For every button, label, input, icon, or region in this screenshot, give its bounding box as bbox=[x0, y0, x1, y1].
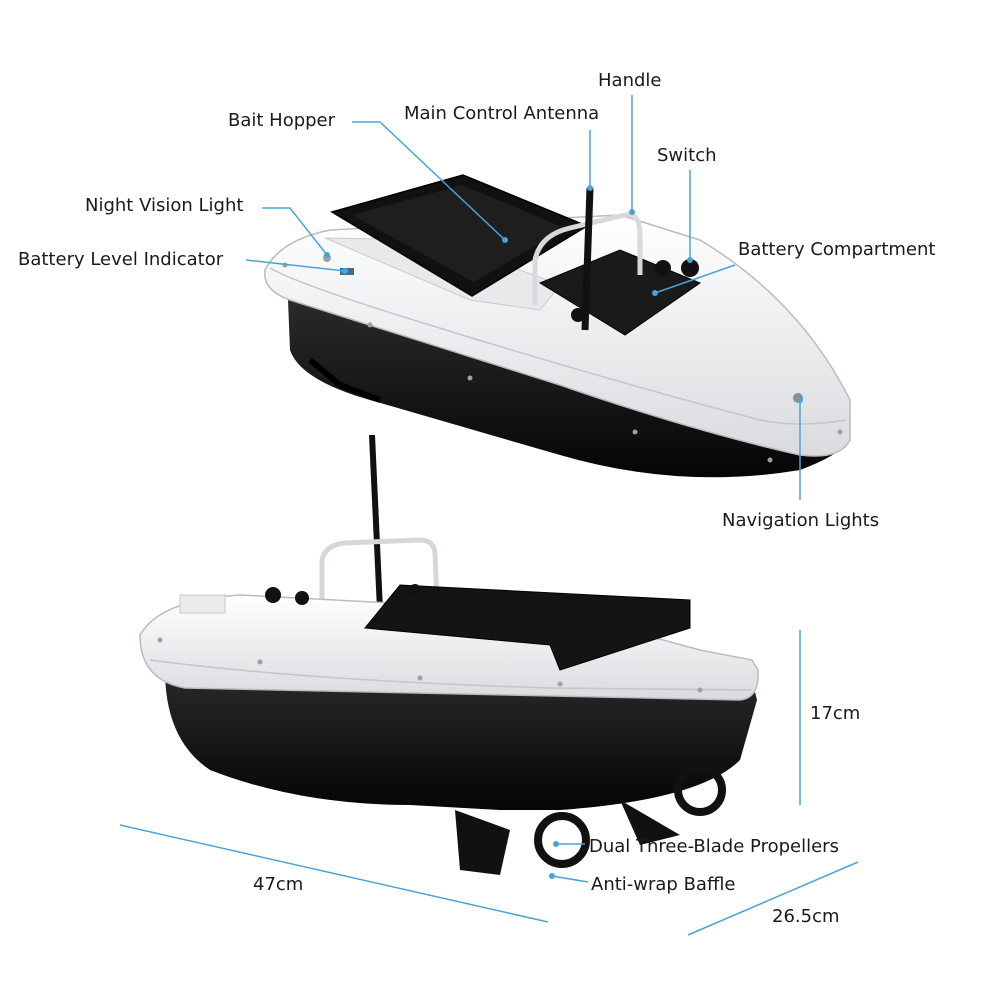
bottom-boat-hull bbox=[165, 670, 757, 810]
label-handle: Handle bbox=[598, 70, 662, 91]
label-switch: Switch bbox=[657, 145, 717, 166]
bottom-bait-hopper bbox=[364, 584, 691, 671]
top-boat-view bbox=[263, 174, 851, 478]
top-boat-skid bbox=[308, 357, 382, 403]
label-dim-width: 26.5cm bbox=[772, 906, 840, 927]
label-bait-hopper: Bait Hopper bbox=[228, 110, 336, 131]
label-night-vision-light: Night Vision Light bbox=[85, 195, 244, 216]
top-handle bbox=[532, 212, 643, 305]
bottom-boat-screws bbox=[157, 637, 703, 693]
label-battery-level-indicator: Battery Level Indicator bbox=[18, 249, 224, 270]
bottom-knob-1 bbox=[265, 587, 281, 603]
propellers bbox=[455, 764, 726, 875]
bottom-boat-view bbox=[139, 434, 759, 875]
bottom-knob-3 bbox=[409, 584, 421, 596]
top-boat-gunwale bbox=[269, 267, 846, 425]
bottom-knob-2 bbox=[295, 591, 309, 605]
leader-dots bbox=[324, 185, 803, 879]
label-navigation-lights: Navigation Lights bbox=[722, 510, 880, 531]
bottom-boat-shell bbox=[139, 594, 759, 701]
dim-line-length bbox=[119, 824, 549, 923]
top-knob-3 bbox=[571, 308, 585, 322]
top-boat-screws bbox=[282, 262, 843, 463]
label-dim-height: 17cm bbox=[810, 703, 861, 724]
bottom-handle bbox=[319, 537, 440, 610]
label-anti-wrap-baffle: Anti-wrap Baffle bbox=[591, 874, 736, 895]
leader-battery-compartment bbox=[654, 264, 736, 294]
leader-night-vision-light bbox=[262, 207, 328, 256]
bottom-antenna bbox=[369, 434, 383, 611]
label-dim-length: 47cm bbox=[253, 874, 304, 895]
leader-battery-level bbox=[245, 259, 346, 272]
label-dual-propellers: Dual Three-Blade Propellers bbox=[589, 836, 839, 857]
top-antenna bbox=[581, 187, 594, 331]
bottom-deck-block bbox=[179, 594, 226, 614]
top-knob-2 bbox=[681, 259, 699, 277]
leader-lines bbox=[119, 95, 859, 936]
bottom-boat-gunwale bbox=[149, 659, 753, 691]
leader-anti-wrap-baffle bbox=[551, 875, 589, 883]
bait-hopper-inner bbox=[352, 185, 565, 282]
label-main-control-antenna: Main Control Antenna bbox=[404, 103, 600, 124]
leader-bait-hopper bbox=[352, 121, 506, 241]
top-knob-1 bbox=[655, 260, 671, 276]
label-battery-compartment: Battery Compartment bbox=[738, 239, 936, 260]
dim-line-width bbox=[687, 861, 859, 936]
